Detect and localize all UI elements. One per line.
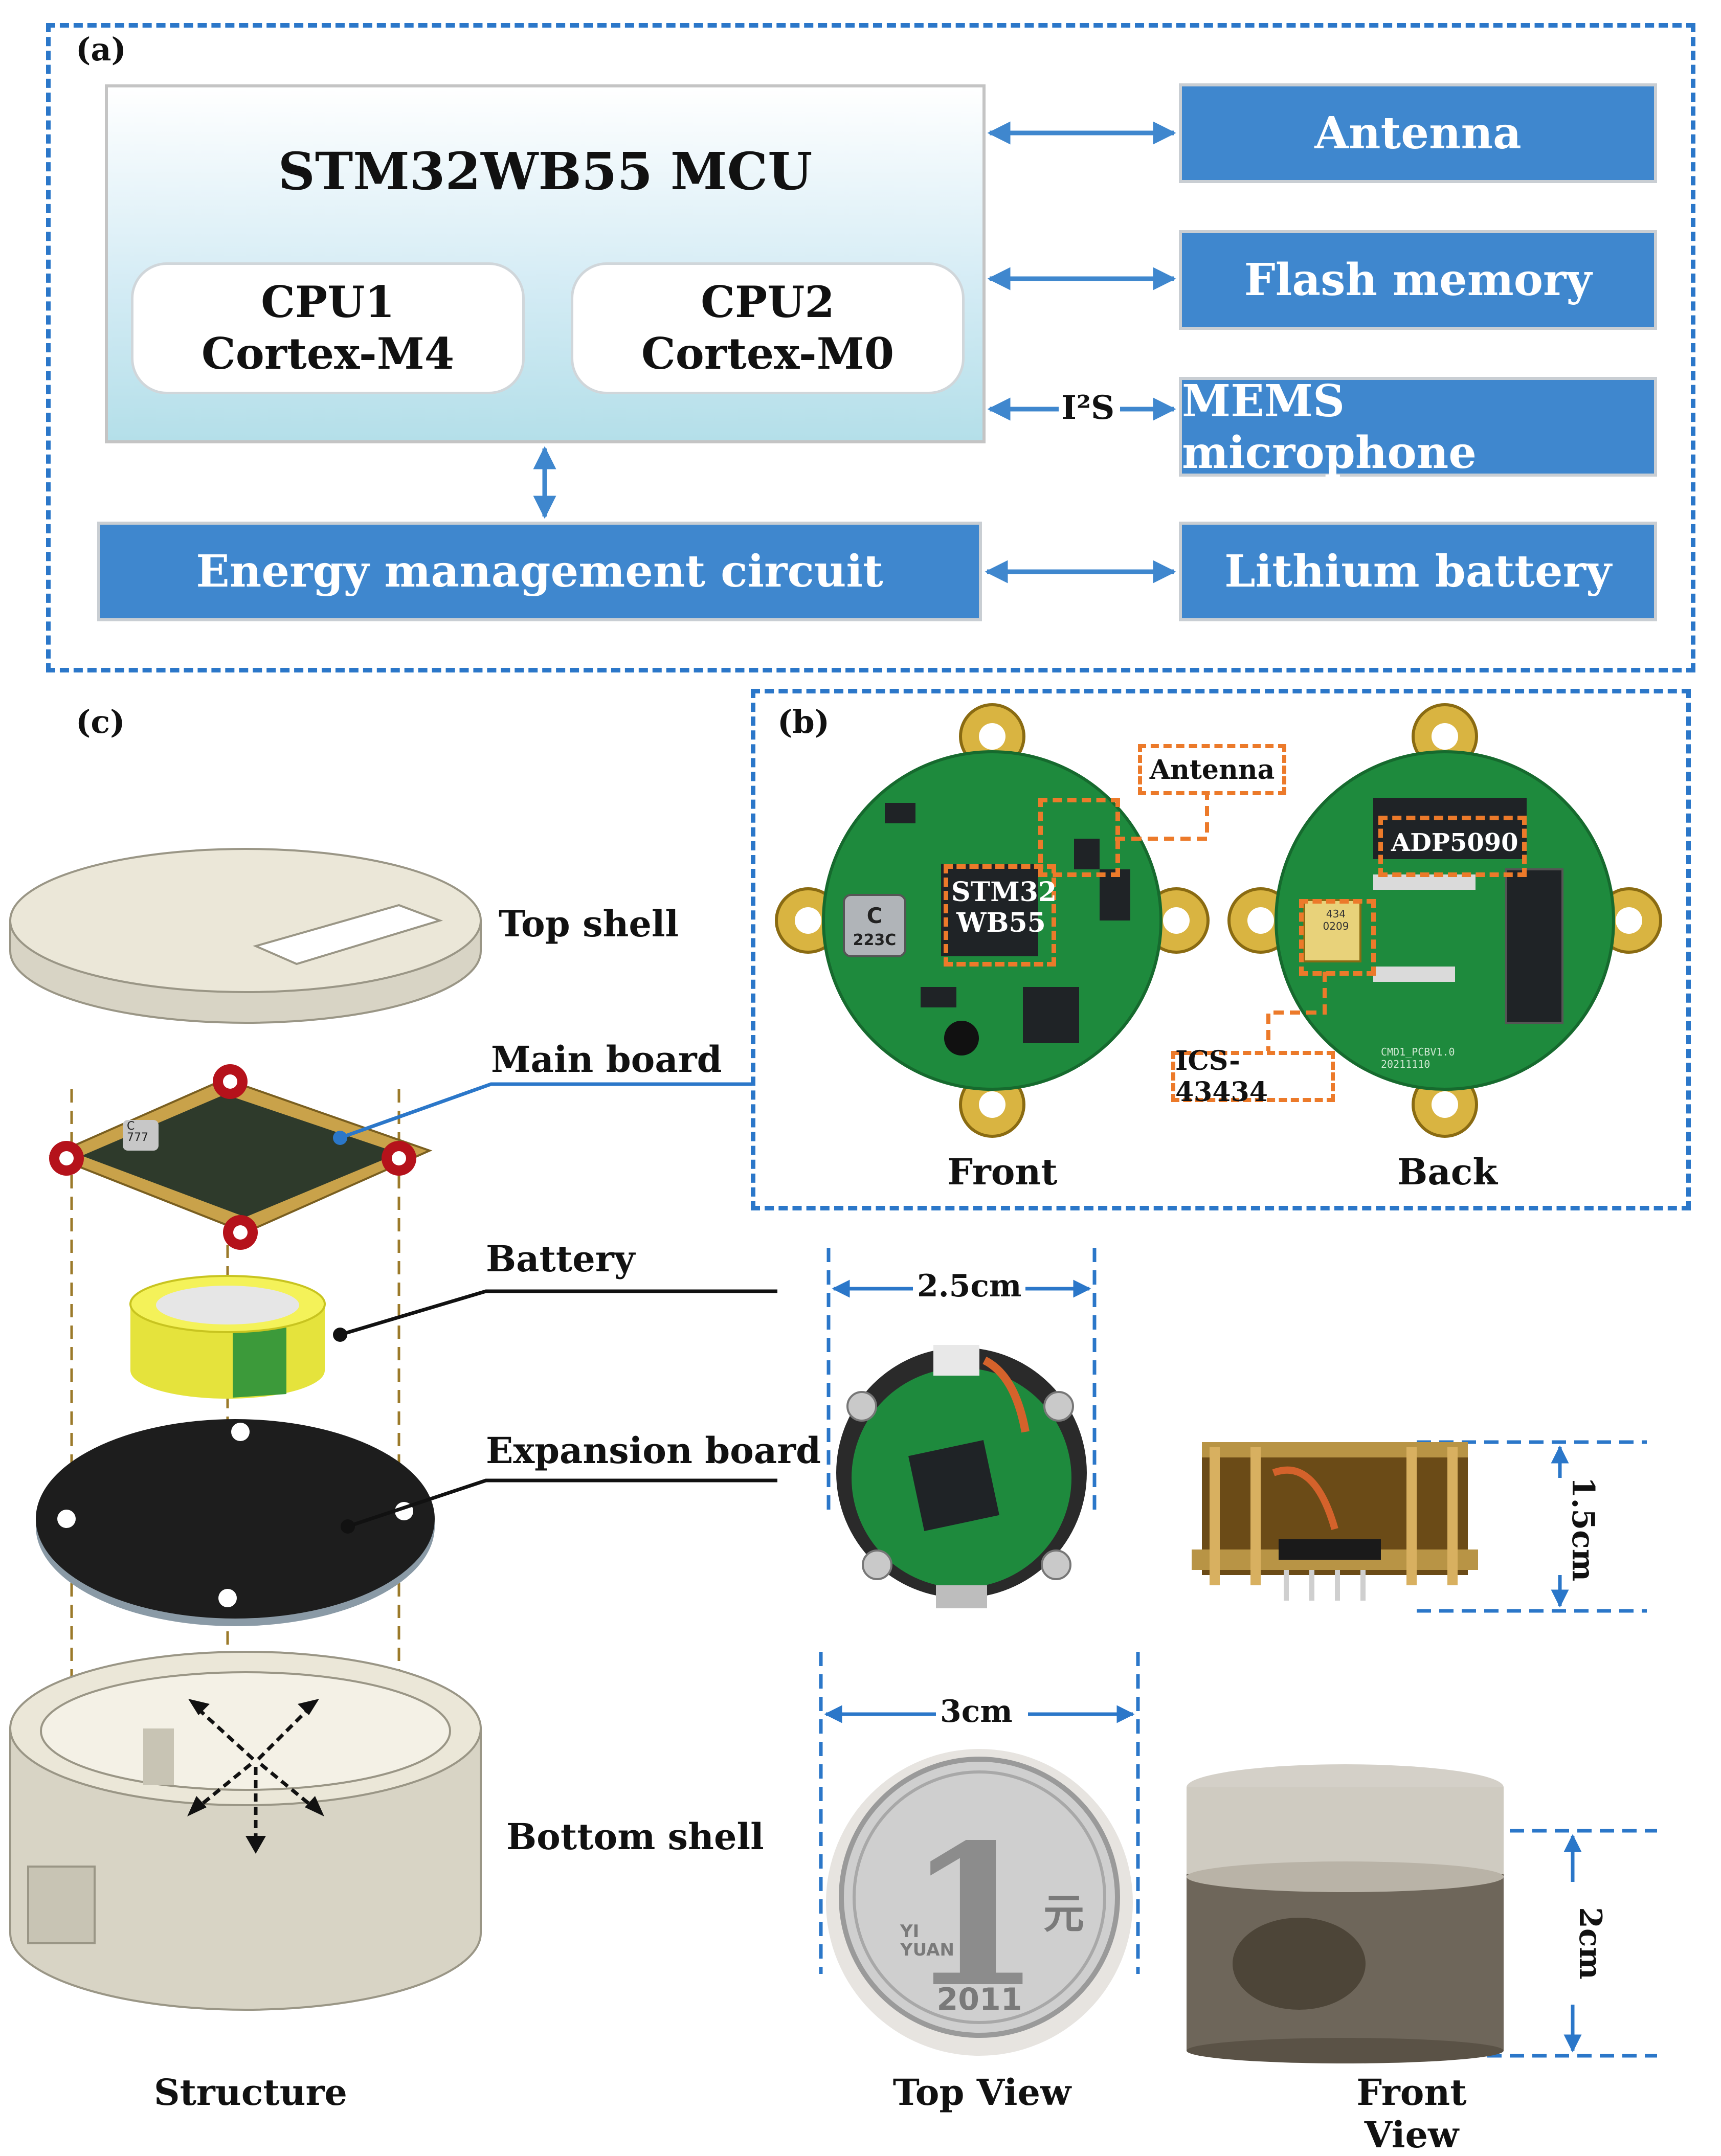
antenna-highlight [1038, 798, 1120, 877]
ics-leader [1266, 972, 1327, 1053]
inductor-mark-top: C [867, 903, 883, 928]
antenna-leader [1115, 793, 1209, 841]
board-inductor-mark: C 777 [127, 1120, 148, 1144]
coin-top-view-photo: 1 元 2011 [826, 1749, 1133, 2056]
panel-a-connectors [533, 121, 1176, 583]
smd-inductor [843, 894, 906, 957]
coin-numeral: 1 [907, 1802, 1042, 2030]
adp5090-highlight [1378, 816, 1527, 877]
main-board-model [48, 1064, 433, 1250]
mcu-block: STM32WB55 MCU CPU1 Cortex-M4 CPU2 Cortex… [105, 84, 986, 443]
adp5090-callout: ADP5090 [1391, 828, 1518, 857]
expansion-leader [347, 1478, 777, 1529]
back-caption: Back [1397, 1151, 1498, 1193]
mic-chip-mark: 434 0209 [1323, 908, 1349, 932]
stm32-callout: STM32 WB55 [951, 877, 1057, 938]
ics-callout: ICS-43434 [1171, 1045, 1335, 1108]
coin-yuan: 元 [1043, 1890, 1084, 1938]
cpu2-box: CPU2 Cortex-M0 [571, 262, 965, 394]
pcb-front-photo: C 223C [775, 703, 1210, 1138]
cpu2-core: Cortex-M0 [641, 328, 895, 379]
assembled-board-side-photo [1192, 1442, 1478, 1601]
i2s-label: I²S [1061, 389, 1115, 427]
expansion-board-model [36, 1419, 435, 1626]
coin-yi-yuan: YI YUAN [900, 1921, 954, 1960]
width-dimension-small: 2.5cm [913, 1268, 1026, 1304]
pcb-silkscreen: CMD1_PCBV1.0 20211110 [1381, 1046, 1455, 1070]
cpu1-core: Cortex-M4 [201, 328, 455, 379]
front-caption: Front [947, 1151, 1058, 1193]
inductor-mark-bottom: 223C [853, 931, 897, 949]
antenna-box: Antenna [1179, 83, 1657, 183]
cpu1-box: CPU1 Cortex-M4 [131, 262, 525, 394]
expansion-board-label: Expansion board [486, 1429, 821, 1472]
bottom-shell-model [9, 1651, 482, 2011]
mcu-title: STM32WB55 MCU [278, 141, 813, 201]
panel-a-label: (a) [76, 31, 126, 68]
panel-c-label: (c) [76, 703, 125, 740]
structure-caption: Structure [154, 2071, 347, 2114]
top-shell-model [9, 848, 482, 1024]
cpu2-name: CPU2 [701, 277, 835, 328]
width-dimension-large: 3cm [936, 1694, 1017, 1730]
antenna-callout: Antenna [1138, 744, 1286, 795]
top-view-caption: Top View [892, 2071, 1071, 2114]
exploded-structure [9, 848, 777, 2011]
bottom-shell-label: Bottom shell [506, 1815, 764, 1858]
mems-microphone-box: MEMS microphone [1179, 375, 1657, 479]
panel-b-label: (b) [777, 703, 830, 740]
cpu1-name: CPU1 [261, 277, 395, 328]
main-board-label: Main board [491, 1038, 722, 1081]
battery-leader [339, 1289, 777, 1337]
stm32-highlight [944, 864, 1056, 967]
mic-port [944, 1021, 979, 1055]
panel-b-frame [751, 689, 1691, 1210]
panel-a-frame [46, 23, 1695, 672]
ics-highlight [1299, 899, 1376, 976]
battery-model [129, 1275, 326, 1399]
main-board-leader [339, 1082, 752, 1140]
front-view-caption: Front View [1356, 2071, 1467, 2156]
top-shell-label: Top shell [499, 903, 679, 945]
flash-memory-box: Flash memory [1179, 230, 1657, 330]
battery-label: Battery [486, 1238, 635, 1280]
height-dimension-large: 2cm [1572, 1903, 1608, 1984]
lithium-battery-box: Lithium battery [1179, 522, 1657, 621]
enclosure-front-view-photo [1187, 1764, 1504, 2063]
energy-management-box: Energy management circuit [97, 522, 982, 621]
assembled-board-top-photo [836, 1345, 1087, 1608]
pcb-back-photo [1227, 703, 1662, 1138]
coin-year: 2011 [937, 1982, 1022, 2017]
height-dimension-small: 1.5cm [1565, 1472, 1601, 1586]
